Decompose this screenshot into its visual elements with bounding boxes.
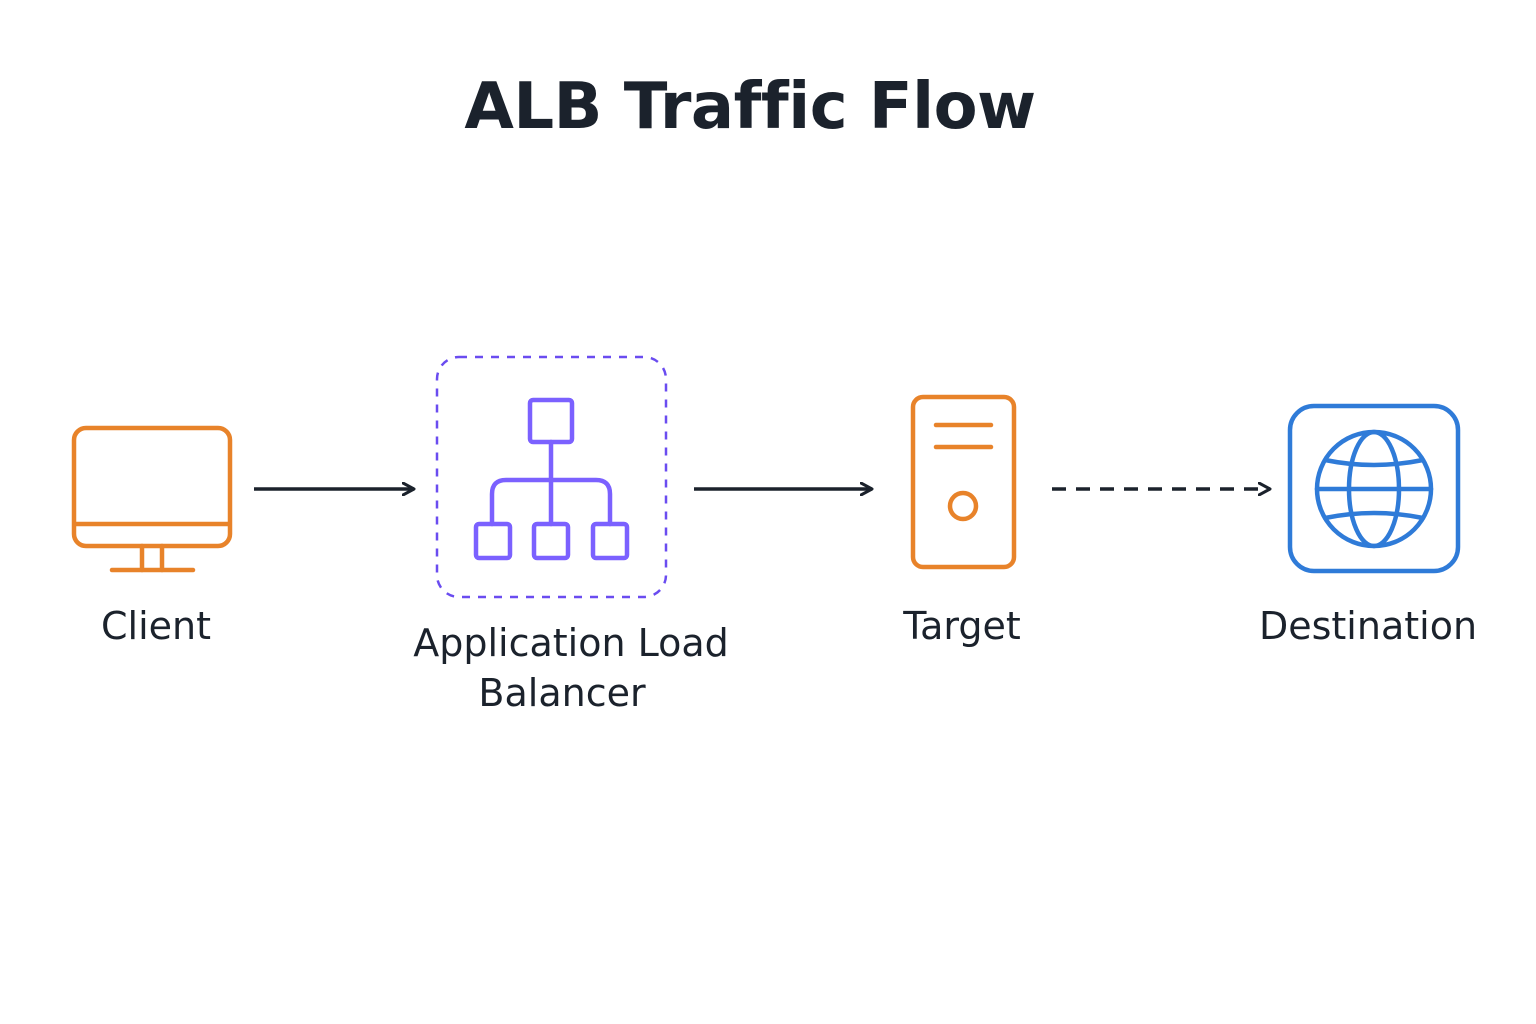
alb-label-line2: Balancer: [478, 671, 646, 715]
globe-icon: [1287, 403, 1461, 574]
server-icon: [910, 394, 1017, 570]
target-label: Target: [903, 604, 1021, 648]
destination-label: Destination: [1258, 604, 1478, 648]
alb-label-line1: Application Load: [413, 621, 729, 665]
diagram-title: ALB Traffic Flow: [464, 70, 1036, 144]
alb-label: Application Load Balancer: [381, 618, 761, 718]
monitor-icon: [71, 425, 233, 573]
hierarchy-icon: [473, 397, 630, 561]
client-label: Client: [100, 604, 211, 648]
